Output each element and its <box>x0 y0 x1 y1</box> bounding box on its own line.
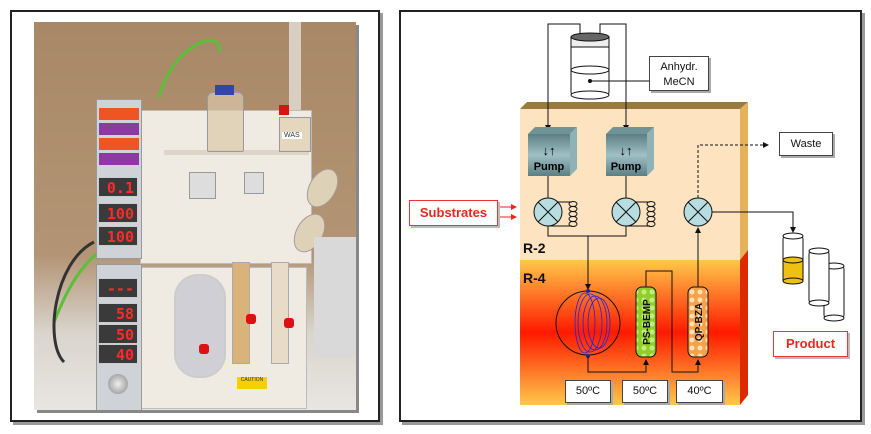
injection-valve-2 <box>611 197 656 227</box>
module-r4-label: R-4 <box>523 270 546 286</box>
column-ps-bemp: PS-BEMP <box>635 286 657 358</box>
product-line <box>712 211 796 233</box>
module-r2-label: R-2 <box>523 240 546 256</box>
display-pump-1: 100 <box>98 203 138 223</box>
display-temp-0: --- <box>98 278 138 298</box>
flow-reactor-photo: WAS CAUTION 0.1 100 100 --- 58 50 40 <box>34 22 356 410</box>
temp-coil: 50ºC <box>565 380 611 403</box>
temp-qp-bza: 40ºC <box>676 380 723 403</box>
pump-1-label: Pump <box>534 161 565 173</box>
collection-valve <box>683 197 713 227</box>
column-2-label: QP-BZA <box>694 303 705 341</box>
display-temp-3: 40 <box>98 344 138 364</box>
solvent-label: Anhydr. MeCN <box>649 56 709 91</box>
pump-arrows-icon: ↓↑ <box>543 143 556 158</box>
column-photo-2 <box>271 262 289 364</box>
product-vials-icon <box>782 232 845 322</box>
photo-panel: WAS CAUTION 0.1 100 100 --- 58 50 40 <box>10 10 380 422</box>
waste-bottle-label: WAS <box>282 132 302 139</box>
caution-sticker: CAUTION <box>237 377 267 389</box>
temp-ps-bemp: 50ºC <box>622 380 668 403</box>
solvent-label-line2: MeCN <box>663 76 695 88</box>
solvent-label-line1: Anhydr. <box>660 61 698 73</box>
column-qp-bza: QP-BZA <box>687 286 709 358</box>
pump-2: ↓↑ Pump <box>606 127 654 176</box>
waste-line <box>697 142 769 198</box>
solvent-bottle-icon <box>570 32 650 100</box>
column-photo-1 <box>232 262 250 364</box>
tube-pump1-in <box>547 23 581 138</box>
display-temp-2: 50 <box>98 324 138 344</box>
display-flow-rate: 0.1 <box>98 177 138 197</box>
product-label: Product <box>773 331 848 357</box>
control-knob <box>108 374 128 394</box>
waste-label: Waste <box>779 132 833 156</box>
pump-2-label: Pump <box>611 161 642 173</box>
pump-1: ↓↑ Pump <box>528 127 577 176</box>
substrates-label: Substrates <box>409 200 498 226</box>
display-pump-2: 100 <box>98 226 138 246</box>
display-temp-1: 58 <box>98 303 138 323</box>
pump-arrows-icon: ↓↑ <box>620 143 633 158</box>
coil-reactor-photo <box>174 274 226 378</box>
column-1-label: PS-BEMP <box>642 299 653 345</box>
injection-valve-1 <box>533 197 578 227</box>
